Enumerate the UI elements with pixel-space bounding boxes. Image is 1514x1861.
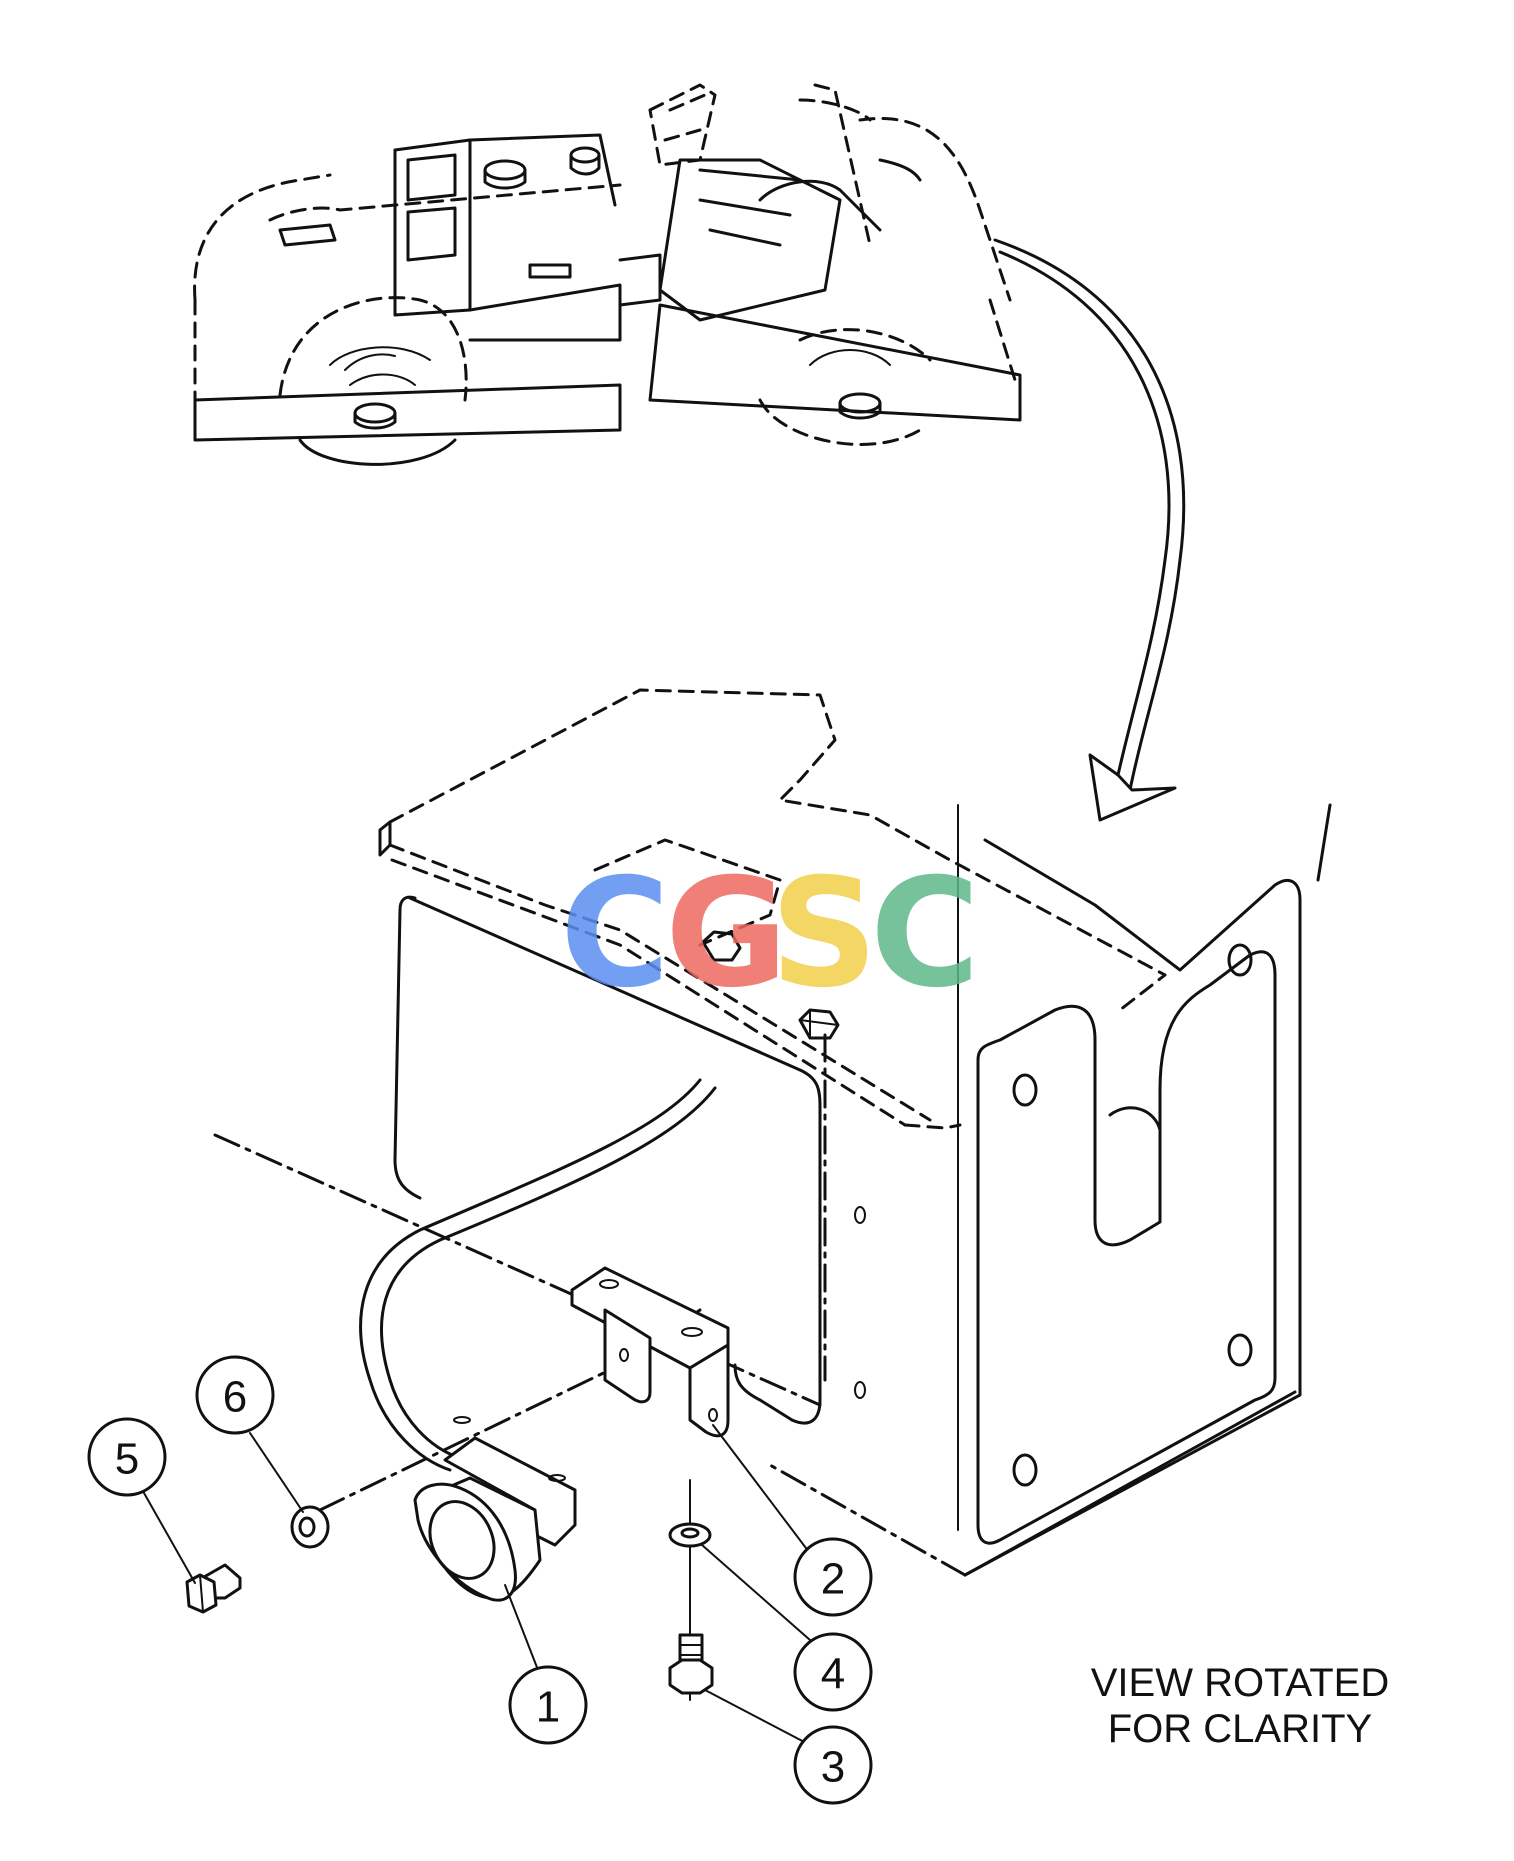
callout-3-label: 3: [821, 1743, 845, 1792]
sensor-cable: [359, 1078, 717, 1472]
washer-4: [668, 1522, 712, 1548]
bolt-5: [185, 1563, 242, 1614]
rotation-arrow: [993, 238, 1186, 822]
roller-vehicle-illustration: [193, 83, 1022, 466]
callout-2-label: 2: [821, 1555, 845, 1604]
bracket-part: [570, 1266, 730, 1438]
note-line-1: VIEW ROTATED: [1090, 1661, 1390, 1705]
view-rotated-note: VIEW ROTATED FOR CLARITY: [1030, 1660, 1450, 1752]
watermark: C G S C: [560, 847, 980, 1021]
sensor-part: [413, 1416, 577, 1602]
callout-5-label: 5: [115, 1435, 139, 1484]
callout-3: 3: [793, 1725, 873, 1805]
callout-1: 1: [508, 1665, 588, 1745]
bolt-3: [668, 1633, 714, 1695]
callout-6: 6: [195, 1355, 275, 1435]
watermark-letter-c2: C: [870, 847, 980, 1021]
callout-5: 5: [87, 1417, 167, 1497]
note-line-2: FOR CLARITY: [1107, 1707, 1373, 1751]
callout-1-label: 1: [536, 1683, 560, 1732]
washer-6: [290, 1505, 330, 1549]
assembly-centerlines: [213, 1033, 827, 1701]
watermark-letter-s: S: [770, 847, 878, 1021]
watermark-letter-c1: C: [560, 847, 670, 1021]
mounting-housing: [378, 688, 1332, 1577]
watermark-letter-g: G: [665, 847, 788, 1021]
callout-4: 4: [793, 1632, 873, 1712]
callout-4-label: 4: [821, 1650, 845, 1699]
callout-2: 2: [793, 1537, 873, 1617]
callout-6-label: 6: [223, 1373, 247, 1422]
